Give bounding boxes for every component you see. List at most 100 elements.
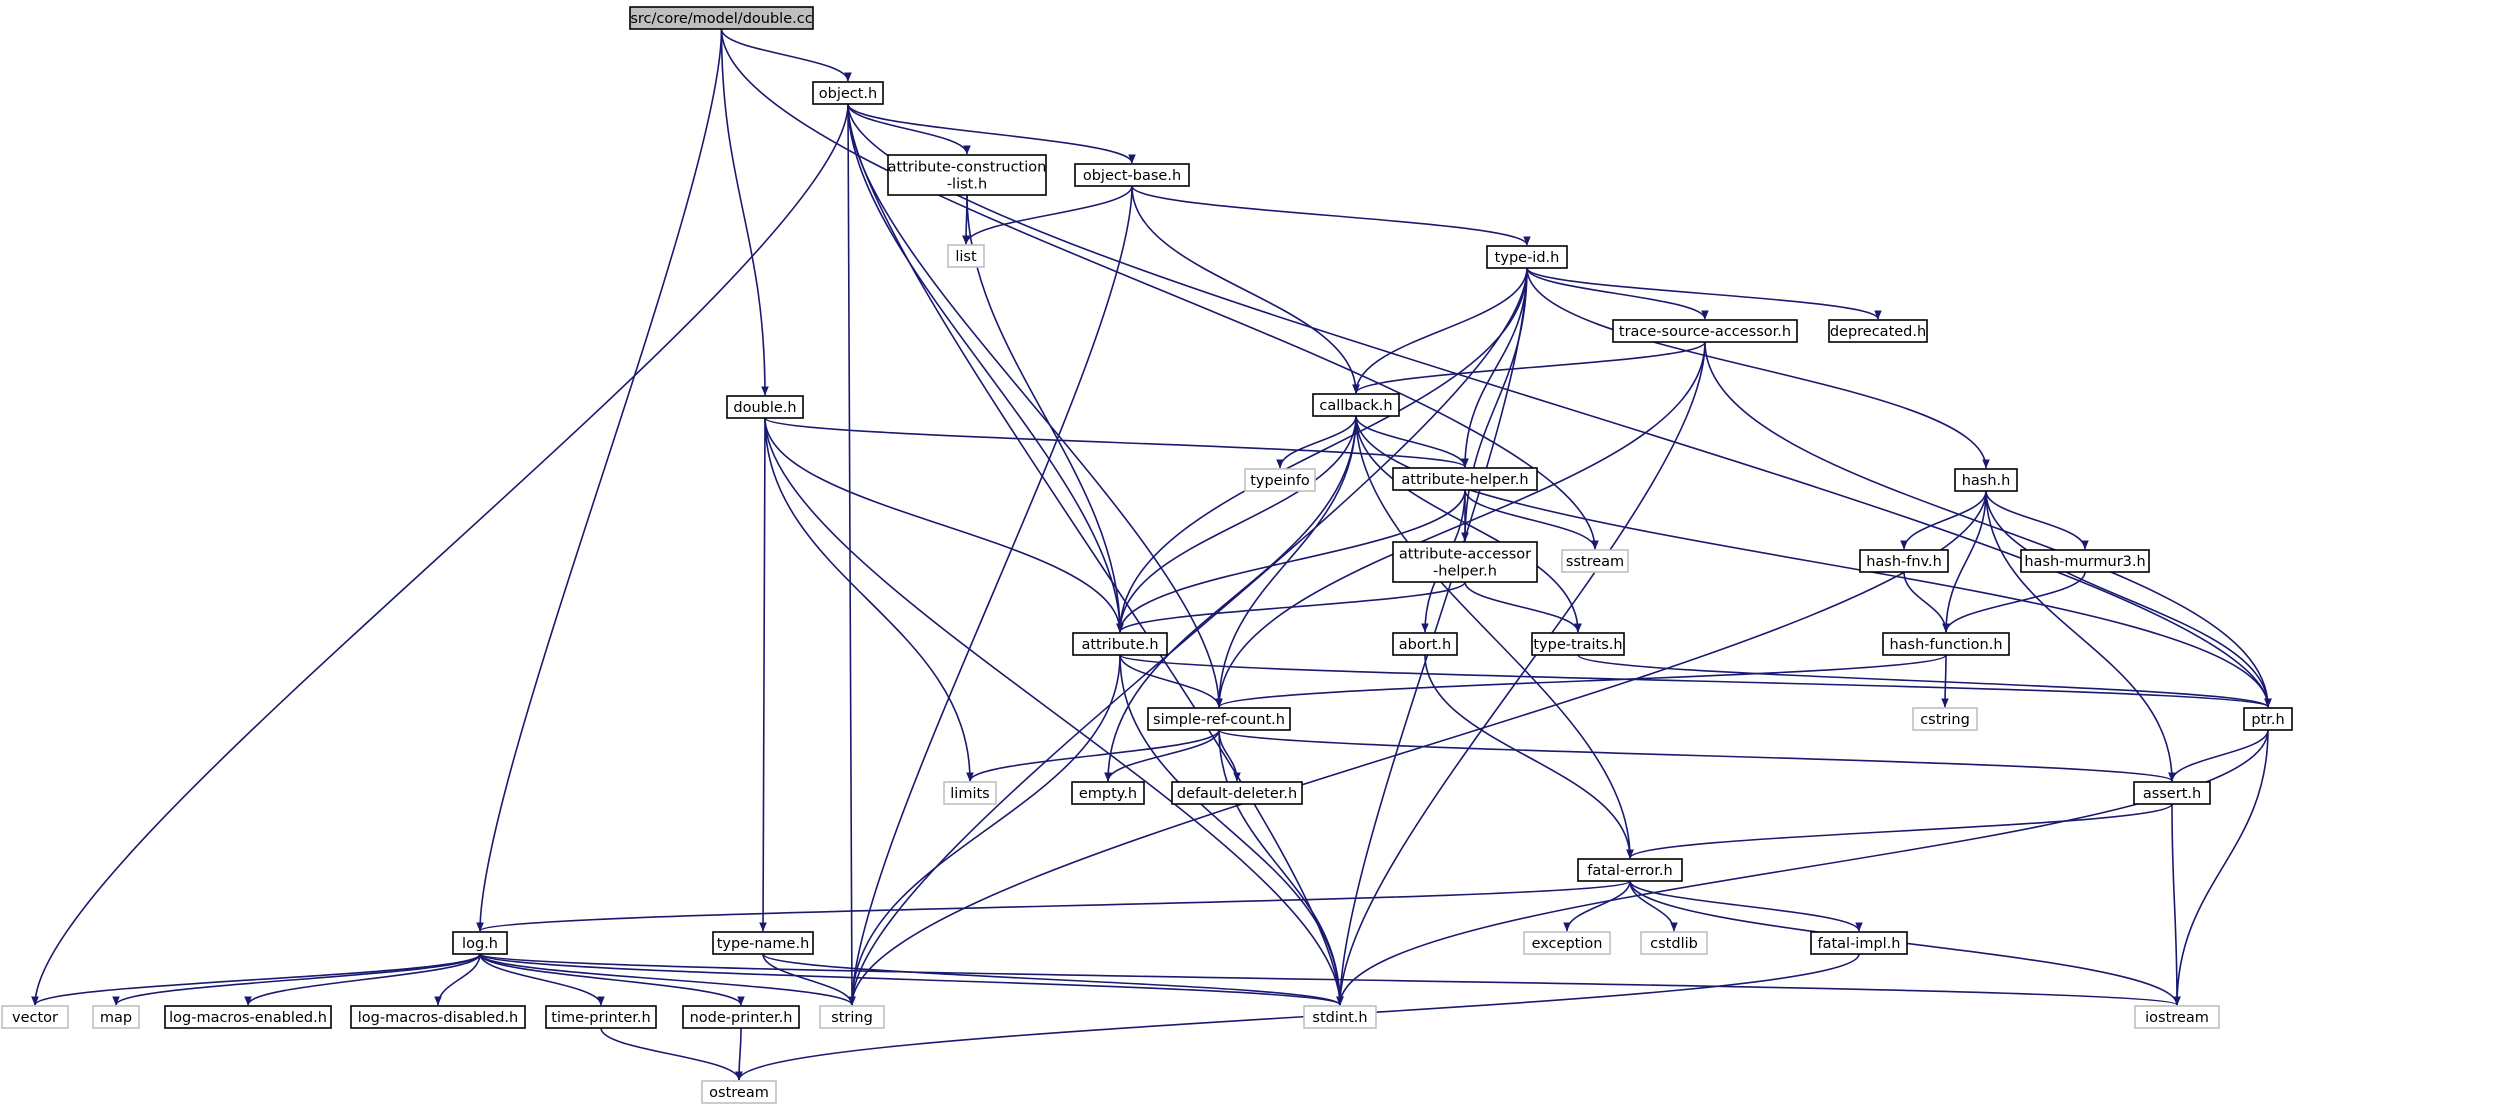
node-label: cstring	[1920, 712, 1970, 728]
node-simple-ref-count-h[interactable]: simple-ref-count.h	[1147, 707, 1291, 731]
node-time-printer-h[interactable]: time-printer.h	[545, 1005, 657, 1029]
node-map: map	[92, 1005, 140, 1029]
edge-line	[1985, 490, 2089, 550]
edge-attribute-construction-list-h-to-attribute-h	[966, 194, 1124, 633]
node-hash-fnv-h[interactable]: hash-fnv.h	[1859, 549, 1949, 573]
node-box	[682, 1005, 800, 1029]
edge-callback-h-to-typeinfo	[1276, 415, 1357, 469]
node-vector: vector	[1, 1005, 69, 1029]
node-fatal-impl-h[interactable]: fatal-impl.h	[1810, 931, 1908, 955]
node-attribute-helper-h[interactable]: attribute-helper.h	[1392, 467, 1538, 491]
edge-line	[2171, 803, 2181, 1006]
node-empty-h[interactable]: empty.h	[1071, 781, 1145, 805]
edge-line	[1941, 654, 1949, 708]
node-box	[1392, 467, 1538, 491]
node-callback-h[interactable]: callback.h	[1312, 393, 1400, 417]
node-double-h[interactable]: double.h	[726, 395, 804, 419]
node-type-traits-h[interactable]: type-traits.h	[1531, 632, 1625, 656]
edge-line	[1526, 267, 1882, 320]
node-abort-h[interactable]: abort.h	[1392, 632, 1458, 656]
edge-line	[1116, 415, 1357, 633]
edge-object-base-h-to-type-id-h	[1131, 185, 1531, 246]
node-box	[1640, 931, 1708, 955]
node-box	[1486, 245, 1568, 269]
edge-hash-function-h-to-simple-ref-count-h	[1215, 654, 1947, 708]
node-log-macros-enabled-h[interactable]: log-macros-enabled.h	[164, 1005, 332, 1029]
edge-line	[1116, 581, 1466, 633]
edge-type-id-h-to-callback-h	[1352, 267, 1528, 394]
node-attribute-construction-list-h[interactable]: attribute-construction-list.h	[887, 154, 1047, 196]
node-box	[712, 931, 814, 955]
node-type-id-h[interactable]: type-id.h	[1486, 245, 1568, 269]
node-label: hash-fnv.h	[1866, 554, 1942, 570]
edge-attribute-helper-h-to-sstream	[1464, 489, 1599, 550]
edge-line	[1336, 729, 2269, 1006]
edge-line	[2173, 729, 2269, 1006]
node-double-cc[interactable]: src/core/model/double.cc	[629, 6, 814, 30]
node-label: log-macros-disabled.h	[358, 1010, 518, 1026]
node-hash-function-h[interactable]: hash-function.h	[1882, 632, 2010, 656]
node-label: vector	[12, 1010, 58, 1026]
node-hash-h[interactable]: hash.h	[1954, 468, 2018, 492]
node-type-name-h[interactable]: type-name.h	[712, 931, 814, 955]
edge-type-id-h-to-hash-h	[1526, 267, 1990, 469]
edge-log-h-to-log-macros-disabled-h	[434, 953, 481, 1006]
node-ptr-h[interactable]: ptr.h	[2243, 707, 2293, 731]
edge-line	[476, 880, 1631, 932]
node-label: empty.h	[1079, 786, 1137, 802]
edge-line	[1526, 267, 1709, 320]
edge-line	[1704, 341, 2272, 708]
node-box	[1612, 319, 1798, 343]
edge-line	[764, 417, 974, 782]
node-attribute-accessor-helper-h[interactable]: attribute-accessor-helper.h	[1392, 541, 1538, 583]
node-label: trace-source-accessor.h	[1619, 324, 1791, 340]
edge-line	[1218, 729, 1344, 1006]
node-trace-source-accessor-h[interactable]: trace-source-accessor.h	[1612, 319, 1798, 343]
node-object-base-h[interactable]: object-base.h	[1074, 163, 1190, 187]
node-assert-h[interactable]: assert.h	[2133, 781, 2211, 805]
node-hash-murmur3-h[interactable]: hash-murmur3.h	[2020, 549, 2150, 573]
node-label: attribute-helper.h	[1401, 472, 1528, 488]
node-box	[726, 395, 804, 419]
node-node-printer-h[interactable]: node-printer.h	[682, 1005, 800, 1029]
edge-log-h-to-iostream	[479, 953, 2181, 1006]
node-iostream: iostream	[2134, 1005, 2220, 1029]
edge-attribute-accessor-helper-h-to-type-traits-h	[1464, 581, 1582, 633]
node-log-h[interactable]: log.h	[452, 931, 508, 955]
edge-hash-function-h-to-cstring	[1941, 654, 1949, 708]
edge-ptr-h-to-assert-h	[2168, 729, 2269, 782]
node-default-deleter-h[interactable]: default-deleter.h	[1171, 781, 1303, 805]
edge-line	[966, 729, 1220, 782]
edge-fatal-impl-h-to-ostream	[735, 953, 1860, 1081]
node-box	[1244, 468, 1316, 492]
node-box	[1561, 549, 1629, 573]
node-box	[545, 1005, 657, 1029]
edge-object-h-to-object-base-h	[847, 103, 1136, 164]
edge-trace-source-accessor-h-to-simple-ref-count-h	[1215, 341, 1706, 708]
node-attribute-h[interactable]: attribute.h	[1072, 632, 1168, 656]
edge-hash-h-to-hash-murmur3-h	[1985, 490, 2089, 550]
edge-line	[1355, 415, 1582, 633]
edge-line	[764, 417, 1344, 1006]
node-deprecated-h[interactable]: deprecated.h	[1828, 319, 1928, 343]
edge-simple-ref-count-h-to-assert-h	[1218, 729, 2176, 782]
edge-double-h-to-limits	[764, 417, 974, 782]
node-label: default-deleter.h	[1177, 786, 1297, 802]
node-object-h[interactable]: object.h	[812, 81, 884, 105]
node-fatal-error-h[interactable]: fatal-error.h	[1577, 858, 1683, 882]
edge-callback-h-to-empty-h	[1104, 415, 1357, 782]
edge-log-h-to-map	[112, 953, 481, 1006]
edge-line	[762, 953, 1344, 1006]
edge-type-id-h-to-deprecated-h	[1526, 267, 1882, 320]
edge-line	[1355, 415, 1469, 468]
node-cstring: cstring	[1912, 707, 1978, 731]
node-box	[1882, 632, 2010, 656]
node-log-macros-disabled-h[interactable]: log-macros-disabled.h	[350, 1005, 526, 1029]
node-box	[1147, 707, 1291, 731]
edge-time-printer-h-to-ostream	[600, 1027, 743, 1081]
node-label: attribute-construction-list.h	[888, 160, 1047, 193]
edge-ptr-h-to-stdint-h	[1336, 729, 2269, 1006]
node-label: list	[955, 249, 977, 265]
edge-line	[1577, 654, 2272, 708]
